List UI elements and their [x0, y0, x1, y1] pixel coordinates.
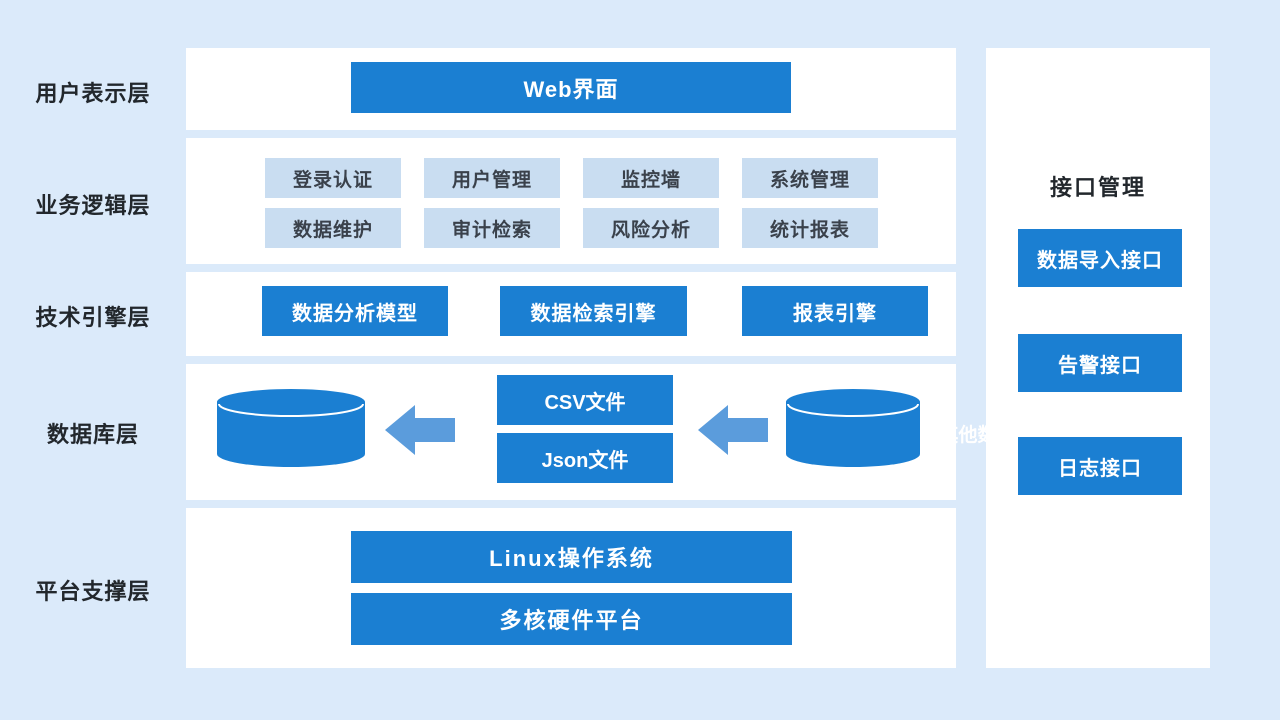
business-item-report: 统计报表: [742, 208, 878, 248]
business-item-data-maint: 数据维护: [265, 208, 401, 248]
database-cylinder-icon: [217, 389, 365, 467]
other-db-cylinder: 其他数据库: [786, 388, 1035, 468]
engine-search-engine: 数据检索引擎: [500, 286, 687, 336]
database-cylinder-icon: [786, 389, 920, 467]
interface-panel-title: 接口管理: [1049, 175, 1146, 200]
engine-report-engine: 报表引擎: [742, 286, 928, 336]
layer-label-engine: 技术引擎层: [35, 305, 151, 330]
layer-label-presentation: 用户表示层: [35, 81, 151, 106]
layer-label-platform: 平台支撑层: [35, 579, 151, 604]
business-item-login: 登录认证: [265, 158, 401, 198]
left-arrow-icon: [698, 405, 768, 455]
engine-analysis-model: 数据分析模型: [262, 286, 448, 336]
business-item-audit: 审计检索: [424, 208, 560, 248]
json-file-box: Json文件: [497, 433, 673, 483]
arrow-to-clickhouse: [385, 405, 455, 455]
business-item-user-mgmt: 用户管理: [424, 158, 560, 198]
multicore-hardware-box: 多核硬件平台: [351, 593, 792, 645]
business-item-risk: 风险分析: [583, 208, 719, 248]
alarm-interface-box: 告警接口: [1018, 334, 1182, 392]
business-item-monitor: 监控墙: [583, 158, 719, 198]
left-arrow-icon: [385, 405, 455, 455]
web-ui-box: Web界面: [351, 62, 791, 113]
clickhouse-cylinder: Clickhouse: [217, 388, 495, 468]
linux-os-box: Linux操作系统: [351, 531, 792, 583]
other-db-label: 其他数据库: [939, 425, 1035, 446]
arrow-to-files: [698, 405, 768, 455]
log-interface-box: 日志接口: [1018, 437, 1182, 495]
layer-label-database: 数据库层: [46, 422, 139, 447]
csv-file-box: CSV文件: [497, 375, 673, 425]
layer-label-business: 业务逻辑层: [35, 193, 151, 218]
data-import-interface-box: 数据导入接口: [1018, 229, 1182, 287]
business-item-sys-mgmt: 系统管理: [742, 158, 878, 198]
